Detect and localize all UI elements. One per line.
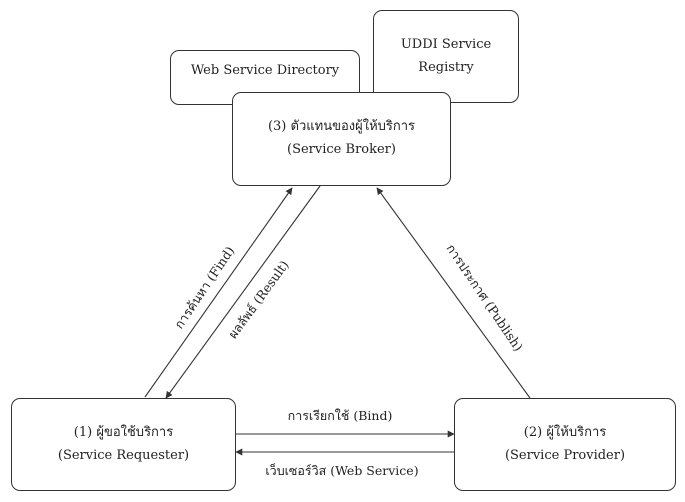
node-broker-line1: (3) ตัวแทนของผู้ให้บริการ: [267, 119, 416, 135]
find-arrow: [144, 187, 293, 398]
node-uddi-service-registry: UDDI Service Registry: [373, 10, 519, 103]
node-uddi-line1: UDDI Service: [400, 36, 492, 52]
node-provider-line2: (Service Provider): [504, 447, 626, 463]
node-requester-line2: (Service Requester): [57, 447, 190, 463]
node-broker-line2: (Service Broker): [287, 142, 396, 157]
node-service-broker: (3) ตัวแทนของผู้ให้บริการ (Service Broke…: [232, 92, 451, 186]
node-requester-line1: (1) ผู้ขอใช้บริการ: [73, 424, 174, 440]
publish-arrow: [376, 187, 531, 399]
result-arrow: [165, 185, 321, 399]
node-service-provider: (2) ผู้ให้บริการ (Service Provider): [454, 398, 676, 491]
node-web-service-directory-label: Web Service Directory: [190, 63, 340, 79]
node-uddi-line2: Registry: [418, 59, 474, 75]
publish-label: การประกาศ (Publish): [443, 241, 526, 354]
node-provider-line1: (2) ผู้ให้บริการ: [523, 424, 607, 440]
find-label: การค้นหา (Find): [171, 244, 237, 332]
web-service-label: เว็บเซอร์วิส (Web Service): [265, 463, 418, 478]
node-service-requester: (1) ผู้ขอใช้บริการ (Service Requester): [11, 398, 236, 491]
bind-label: การเรียกใช้ (Bind): [288, 408, 393, 423]
